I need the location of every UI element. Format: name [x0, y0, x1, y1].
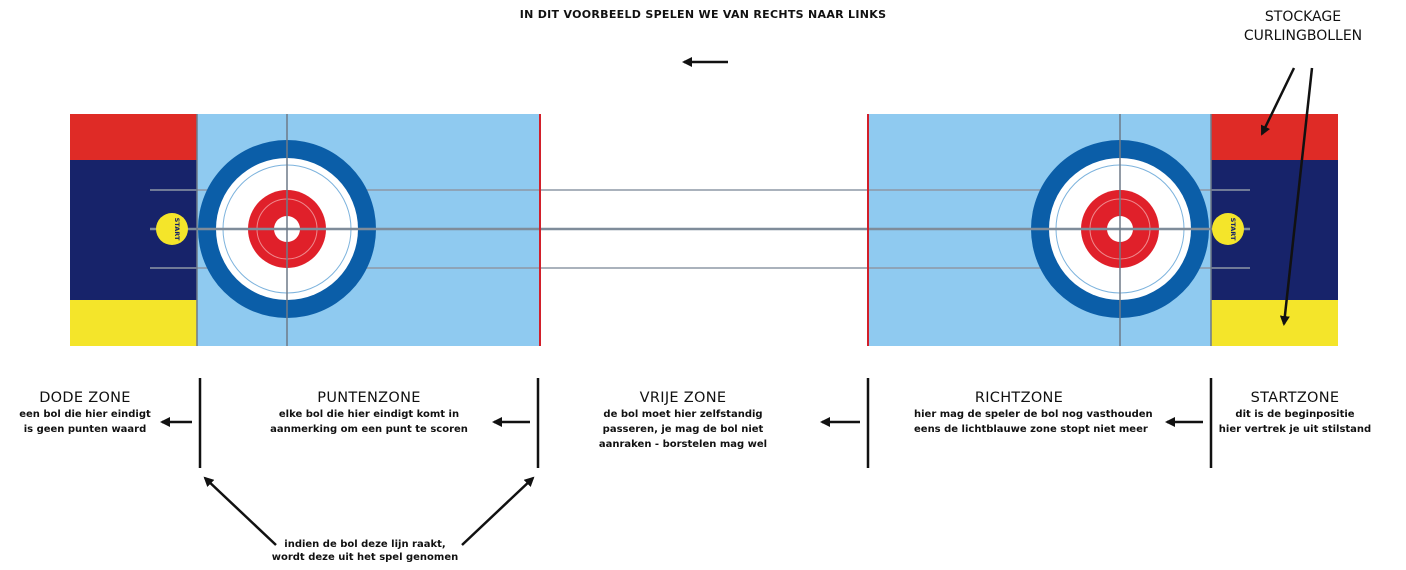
zone-free-desc-2: passeren, je mag de bol niet: [602, 424, 764, 435]
zone-dead: DODE ZONE een bol die hier eindigt is ge…: [0, 390, 190, 436]
left-yellow-block: [70, 300, 197, 346]
zone-free-desc-1: de bol moet hier zelfstandig: [603, 409, 763, 420]
zone-aim-title: RICHTZONE: [974, 390, 1064, 406]
zone-dead-desc-2: is geen punten waard: [23, 424, 147, 435]
hit-arrow-left: [203, 476, 277, 546]
zone-aim-desc-1: hier mag de speler de bol nog vasthouden: [914, 409, 1153, 420]
hit-line-note-1: indien de bol deze lijn raakt,: [284, 539, 446, 550]
direction-note: IN DIT VOORBEELD SPELEN WE VAN RECHTS NA…: [519, 8, 887, 21]
hit-line-note: indien de bol deze lijn raakt, wordt dez…: [230, 538, 500, 564]
zone-aim: RICHTZONE hier mag de speler de bol nog …: [914, 390, 1153, 436]
zone-start: STARTZONE dit is de beginpositie hier ve…: [1190, 390, 1400, 436]
zone-dead-title: DODE ZONE: [39, 390, 131, 406]
zone-start-title: STARTZONE: [1250, 390, 1340, 406]
right-red-block: [1211, 114, 1338, 160]
zone-points-desc-2: aanmerking om een punt te scoren: [270, 424, 468, 435]
zone-start-desc-2: hier vertrek je uit stilstand: [1218, 424, 1372, 435]
right-yellow-block: [1211, 300, 1338, 346]
zone-dead-desc-1: een bol die hier eindigt: [19, 409, 151, 420]
zone-points-title: PUNTENZONE: [317, 390, 421, 406]
zone-points-desc-1: elke bol die hier eindigt komt in: [278, 409, 460, 420]
zone-free-desc-3: aanraken - borstelen mag wel: [598, 439, 768, 450]
zone-points: PUNTENZONE elke bol die hier eindigt kom…: [264, 390, 474, 436]
storage-label: STOCKAGE CURLINGBOLLEN: [1218, 8, 1388, 46]
storage-arrow-red: [1260, 67, 1296, 136]
hit-line-note-2: wordt deze uit het spel genomen: [271, 552, 459, 563]
storage-label-line2: CURLINGBOLLEN: [1243, 28, 1363, 44]
right-start-label: START: [1229, 218, 1237, 241]
zone-aim-desc-2: eens de lichtblauwe zone stopt niet meer: [914, 424, 1148, 435]
right-start-marker: START: [1212, 213, 1244, 245]
left-red-block: [70, 114, 197, 160]
storage-arrow-yellow: [1279, 67, 1314, 326]
zone-free-title: VRIJE ZONE: [639, 390, 727, 406]
zone-start-desc-1: dit is de beginpositie: [1235, 409, 1355, 420]
hit-arrow-right: [461, 476, 535, 546]
left-start-marker: START: [156, 213, 188, 245]
left-start-label: START: [173, 218, 181, 241]
storage-label-line1: STOCKAGE: [1264, 9, 1342, 25]
zone-free: VRIJE ZONE de bol moet hier zelfstandig …: [578, 390, 788, 451]
